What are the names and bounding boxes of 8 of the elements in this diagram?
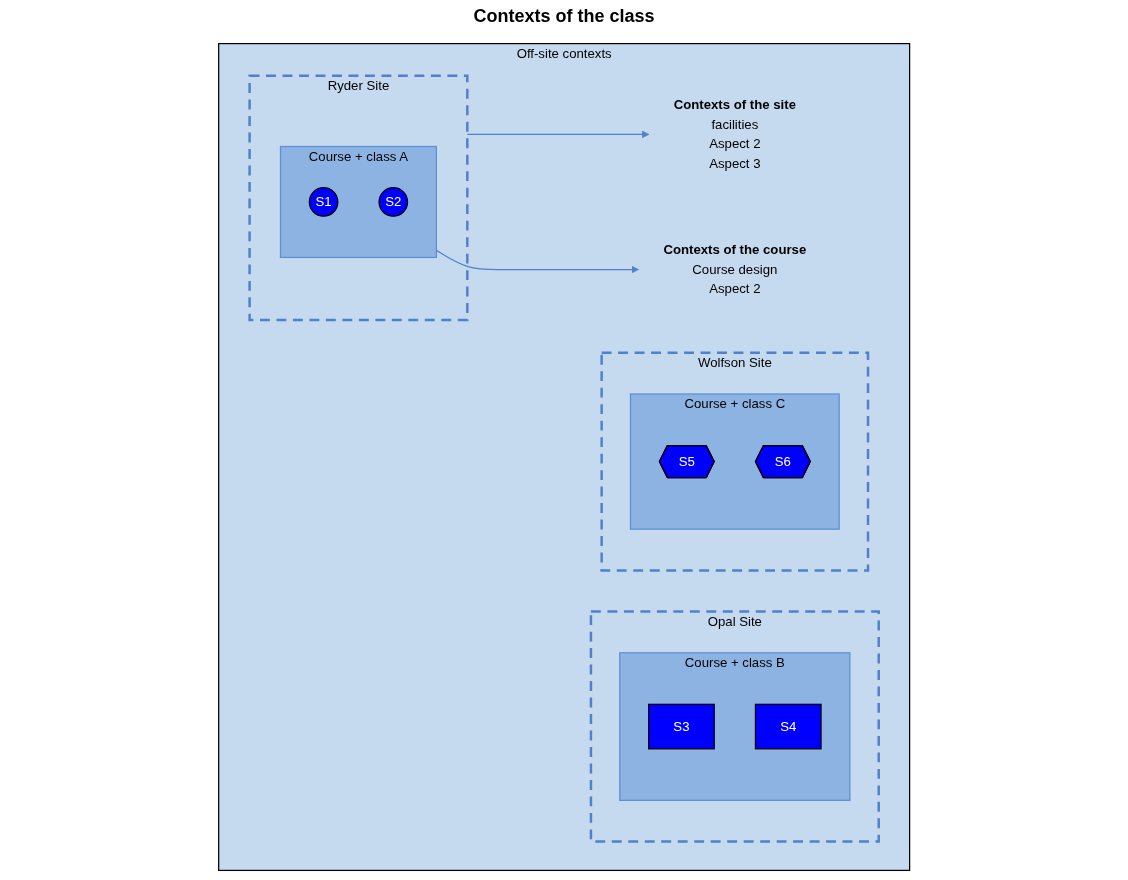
node-box: S4: [754, 703, 822, 749]
arrow: [466, 130, 650, 138]
node-circle: S2: [378, 186, 408, 217]
node-text: Contexts of the site facilities Aspect 2 Aspect 3: [673, 96, 796, 171]
node-text: Contexts of the course Course design Aspect 2: [663, 241, 807, 296]
node-box: S3: [647, 703, 715, 749]
context-heading: Contexts of the class: [473, 6, 655, 27]
node-circle: S1: [308, 186, 339, 217]
